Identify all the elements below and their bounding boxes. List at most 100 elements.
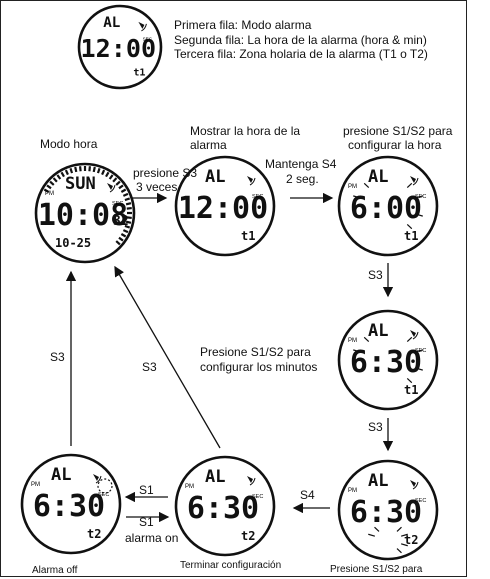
label-press-s12-2: configurar la hora [348, 138, 442, 152]
seconds-tick [101, 169, 106, 176]
label-alarm-off: Alarma off [32, 565, 78, 576]
seconds-tick [60, 171, 65, 178]
watch-main-row: 6:00 [350, 191, 422, 226]
seconds-tick [112, 177, 118, 183]
sec-indicator: SEC [415, 498, 426, 504]
watch-bezel [337, 155, 439, 257]
label-press-s3-2: 3 veces [136, 180, 178, 194]
label-s1-top: S1 [139, 483, 154, 497]
alarm-bell-icon [410, 176, 419, 186]
label-alarm-on: alarma on [125, 531, 179, 545]
label-press-s3-1: presione S3 [133, 166, 198, 180]
seconds-tick [120, 233, 127, 238]
watch-bezel [174, 155, 276, 257]
watch-top-row: AL [51, 465, 71, 485]
watch-bezel [34, 162, 136, 264]
arrow-finished-to-alarm [114, 265, 221, 449]
sec-indicator: SEC [112, 201, 123, 207]
watch-top-row: AL [205, 467, 225, 487]
sec-indicator: SEC [98, 492, 109, 498]
watch-set-hour: AL6:00t1PMSEC [337, 155, 439, 257]
label-show-alarm-2: alarma [190, 138, 227, 152]
seconds-tick [125, 220, 132, 224]
watch-top-row: AL [205, 167, 225, 187]
watch-bottom-row: t2 [241, 529, 255, 543]
watch-bottom-row: 10-25 [55, 236, 91, 250]
watch-main-row: 10:08 [38, 198, 128, 233]
seconds-tick [115, 240, 121, 246]
label-time-mode: Modo hora [40, 137, 98, 151]
seconds-tick [52, 177, 58, 183]
seconds-tick [122, 192, 129, 197]
alarm-off-indicator-icon [97, 478, 113, 494]
label-press-min-1: Presione S1/S2 para [200, 345, 311, 359]
pm-indicator: PM [348, 184, 357, 190]
watch-bottom-row: t2 [87, 527, 101, 541]
seconds-tick [118, 184, 124, 190]
alarm-bell-icon [138, 21, 147, 32]
sec-indicator: SEC [252, 494, 263, 500]
label-s3-left: S3 [50, 350, 65, 364]
watch-top-row: AL [103, 15, 120, 31]
legend-line-2: Segunda fila: La hora de la alarma (hora… [174, 33, 427, 47]
seconds-tick [126, 216, 132, 220]
seconds-tick [125, 202, 132, 206]
seconds-tick [69, 167, 74, 174]
label-hold-s4-2: 2 seg. [286, 172, 319, 186]
label-s1-bottom: S1 [139, 515, 154, 529]
seconds-tick [126, 206, 132, 210]
alarm-bell-icon [107, 183, 116, 193]
flashing-indicator-icon [368, 526, 408, 554]
watch-bottom-row: t1 [241, 229, 255, 243]
watch-top-row: AL [368, 471, 388, 491]
seconds-tick [118, 236, 124, 242]
watch-bottom-row: t1 [133, 67, 145, 78]
seconds-tick [88, 166, 92, 172]
label-s4: S4 [300, 488, 315, 502]
watch-bottom-row: t1 [404, 383, 418, 397]
alarm-bell-icon [247, 176, 256, 186]
alarm-bell-icon [410, 480, 419, 490]
watch-top-row: AL [368, 167, 388, 187]
watch-bezel [77, 4, 163, 90]
watch-main-row: 6:30 [350, 495, 422, 530]
pm-indicator: PM [185, 484, 194, 490]
watch-main-row: 6:30 [350, 345, 422, 380]
watch-bezel [174, 455, 276, 557]
legend-line-1: Primera fila: Modo alarma [174, 18, 312, 32]
seconds-tick [115, 180, 121, 186]
label-press-min-2: configurar los minutos [200, 360, 318, 374]
seconds-tick [108, 174, 114, 180]
watch-top-row: AL [368, 321, 388, 341]
flashing-indicator-icon [353, 182, 423, 230]
watch-bezel [20, 453, 122, 555]
label-finish: Terminar configuración [180, 560, 282, 571]
alarm-bell-icon [93, 474, 102, 484]
seconds-tick [74, 166, 78, 173]
watch-bottom-row: t1 [404, 229, 418, 243]
label-press-s12-1: presione S1/S2 para [343, 124, 453, 138]
label-s3-step2: S3 [368, 420, 383, 434]
watch-main-row: 6:30 [187, 491, 259, 526]
legend-line-3: Tercera fila: Zona holaria de la alarma … [174, 47, 428, 61]
watch-top-row: SUN [65, 174, 96, 194]
seconds-tick [64, 169, 69, 176]
pm-indicator: PM [31, 482, 40, 488]
seconds-tick [92, 166, 96, 173]
label-s3-middle: S3 [142, 360, 157, 374]
watch-finished: AL 6:30 t2 PM SEC [174, 455, 276, 557]
flashing-indicator-icon [353, 336, 423, 384]
label-press-zone: Presione S1/S2 para [330, 564, 423, 575]
seconds-tick [49, 180, 55, 186]
watch-set-min: AL6:30t1PMSEC [337, 309, 439, 411]
watch-bottom-row: t2 [404, 533, 418, 547]
pm-indicator: PM [348, 338, 357, 344]
diagram-frame [0, 0, 467, 577]
sec-indicator: SEC [252, 194, 263, 200]
